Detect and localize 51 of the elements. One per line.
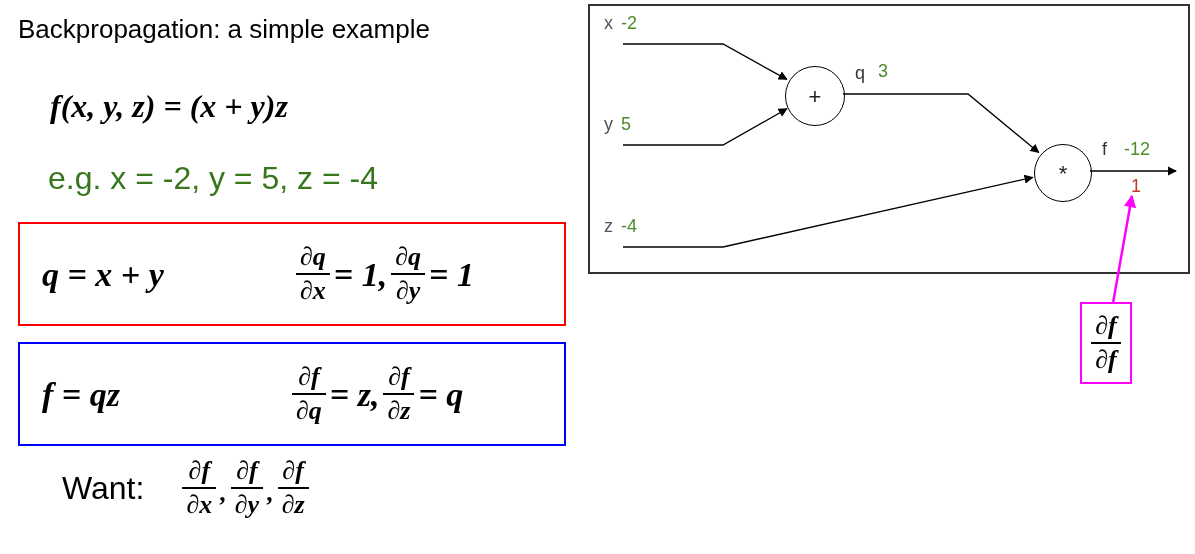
fraction-numerator: ∂f <box>281 458 307 484</box>
title: Backpropagation: a simple example <box>18 13 430 46</box>
formula-box <box>18 222 566 326</box>
math-text: q = x + y <box>42 254 165 295</box>
wire-arrow <box>622 174 1034 248</box>
fraction-denominator: ∂z <box>280 492 306 518</box>
fraction-denominator: ∂y <box>394 278 422 304</box>
fraction-numerator: ∂f <box>187 458 214 484</box>
fraction-denominator: ∂z <box>386 398 412 424</box>
want-label: Want: <box>62 469 145 508</box>
example-values: e.g. x = -2, y = 5, z = -4 <box>48 159 378 198</box>
graph-panel <box>588 4 1190 274</box>
fraction-numerator: ∂f <box>297 364 323 390</box>
variable-value: -2 <box>621 14 637 32</box>
fraction-denominator: ∂f <box>1094 347 1120 373</box>
variable-name: x <box>604 14 613 32</box>
fraction-numerator: ∂f <box>387 364 413 390</box>
wire-arrow <box>622 43 788 81</box>
comma: , <box>267 477 274 509</box>
fraction-denominator: ∂y <box>233 492 261 518</box>
wire-label: f <box>1102 140 1107 158</box>
fraction-denominator: ∂x <box>299 278 327 304</box>
wire-label: 3 <box>878 62 888 80</box>
wire-label: q <box>855 64 865 82</box>
variable-value: 5 <box>621 115 631 133</box>
fraction-denominator: ∂q <box>295 398 323 424</box>
gradient-arrow <box>1111 194 1137 303</box>
wire-label: -12 <box>1124 140 1150 158</box>
fraction-numerator: ∂f <box>1094 313 1120 339</box>
math-text: f = qz <box>42 374 121 415</box>
variable-name: y <box>604 115 613 133</box>
fraction-numerator: ∂f <box>235 458 261 484</box>
gradient-box <box>1080 302 1132 384</box>
fraction-numerator: ∂q <box>394 244 423 270</box>
variable-value: -4 <box>621 217 637 235</box>
formula-box <box>18 342 566 446</box>
math-text: = 1, <box>333 254 388 295</box>
fraction-numerator: ∂q <box>299 244 327 270</box>
function-formula: f(x, y, z) = (x + y)z <box>50 87 288 126</box>
operator-symbol: + <box>808 82 822 111</box>
operator-symbol: * <box>1058 159 1068 188</box>
wire-arrow <box>622 108 788 146</box>
math-text: = z, <box>329 374 380 415</box>
wire-arrow <box>842 93 1040 154</box>
math-text: = q <box>418 374 464 415</box>
gradient-value: 1 <box>1128 174 1144 198</box>
comma: , <box>220 477 227 509</box>
variable-name: z <box>604 217 613 235</box>
fraction-denominator: ∂x <box>185 492 214 518</box>
wire-arrow <box>1089 166 1177 176</box>
math-text: = 1 <box>429 254 474 295</box>
